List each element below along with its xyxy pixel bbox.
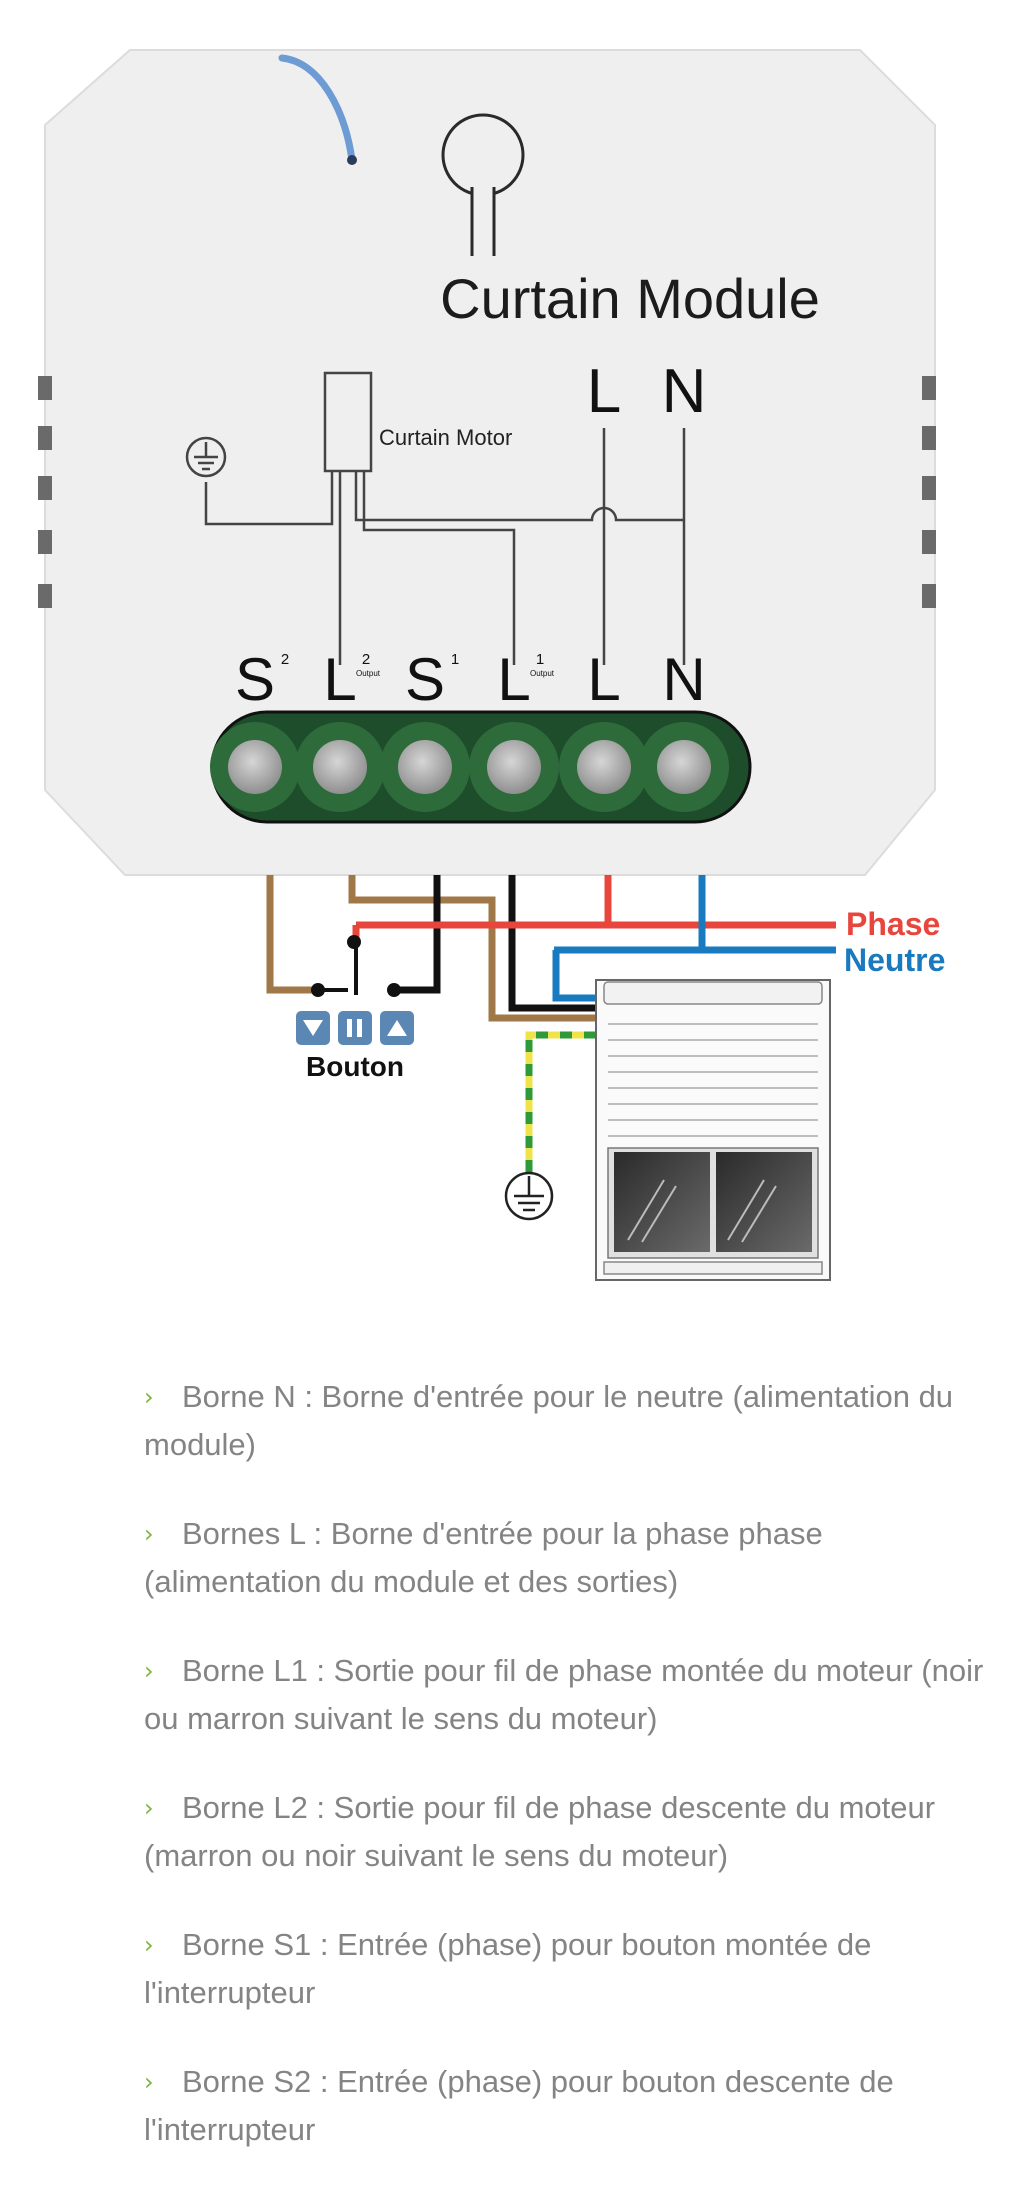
chevron-right-icon: › [144,1931,154,1959]
terminal-block [210,710,752,824]
terminal-description-list: ›Borne N : Borne d'entrée pour le neutre… [144,1374,1004,2196]
terminal-label-s1: S [405,646,445,713]
chevron-right-icon: › [144,1794,154,1822]
terminal-s1 [380,722,470,812]
wiring-diagram: Curtain Module L N Curtain Motor S 2 L 2… [38,49,945,1281]
list-item-text: Bornes L : Borne d'entrée pour la phase … [144,1516,823,1599]
terminal-sup-s2: 2 [281,651,289,668]
brown-wire-s2 [266,875,320,994]
terminal-labels: S 2 L 2 Output S 1 L 1 Output L N [235,646,706,713]
phase-wire [352,875,836,945]
button-node-left [311,983,325,997]
list-item-text: Borne S2 : Entrée (phase) pour bouton de… [144,2064,894,2147]
terminal-label-l2: L [323,646,356,713]
down-arrow-icon [303,1020,323,1036]
list-item: ›Borne N : Borne d'entrée pour le neutre… [144,1374,1004,1468]
chevron-right-icon: › [144,1657,154,1685]
external-wires [266,875,836,1022]
up-arrow-icon [387,1020,407,1036]
list-item-text: Borne L1 : Sortie pour fil de phase mont… [144,1653,984,1736]
top-label-l: L [587,357,621,426]
earth-wire-green [525,1031,596,1176]
pause-icon [347,1019,352,1037]
earth-symbol-outer [504,1171,554,1221]
neutral-wire [552,875,836,1002]
terminal-sub-l2: Output [356,669,381,678]
black-wire-s1 [392,875,441,994]
push-button [296,1011,414,1045]
brown-wire-l2 [348,875,596,1022]
inner-schematic [204,371,686,665]
chevron-right-icon: › [144,1383,154,1411]
black-wire-l1 [508,875,596,1012]
list-item: ›Borne S1 : Entrée (phase) pour bouton m… [144,1922,1004,2016]
list-item-text: Borne N : Borne d'entrée pour le neutre … [144,1379,954,1462]
terminal-s2 [210,722,300,812]
module-body [38,49,936,876]
terminal-l [559,722,649,812]
list-item: ›Borne L2 : Sortie pour fil de phase des… [144,1785,1004,1879]
chevron-right-icon: › [144,1520,154,1548]
button-node-right [387,983,401,997]
earth-wire-yellow [525,1031,596,1176]
phase-label: Phase [846,906,940,942]
terminal-sub-l1: Output [530,669,555,678]
terminal-sup-l1: 1 [536,651,544,668]
list-item: ›Borne S2 : Entrée (phase) pour bouton d… [144,2059,1004,2153]
terminal-label-l: L [587,646,620,713]
terminal-sup-s1: 1 [451,651,459,668]
top-label-n: N [662,357,707,426]
list-item-text: Borne S1 : Entrée (phase) pour bouton mo… [144,1927,872,2010]
terminal-sup-l2: 2 [362,651,370,668]
chevron-right-icon: › [144,2068,154,2096]
button-node-common [347,935,361,949]
button-label: Bouton [306,1051,404,1082]
terminal-l2 [295,722,385,812]
list-item-text: Borne L2 : Sortie pour fil de phase desc… [144,1790,936,1873]
antenna-wire [278,54,356,164]
earth-symbol-inner [185,436,227,478]
list-item: ›Bornes L : Borne d'entrée pour la phase… [144,1511,1004,1605]
terminal-label-l1: L [497,646,530,713]
roller-shutter [595,979,831,1281]
motor-label: Curtain Motor [379,425,512,450]
neutral-label: Neutre [844,942,945,978]
keyhole-icon [441,113,525,256]
terminal-label-s2: S [235,646,275,713]
terminal-l1 [469,722,559,812]
terminal-label-n: N [662,646,705,713]
list-item: ›Borne L1 : Sortie pour fil de phase mon… [144,1648,1004,1742]
module-title: Curtain Module [440,267,820,330]
terminal-n [639,722,729,812]
